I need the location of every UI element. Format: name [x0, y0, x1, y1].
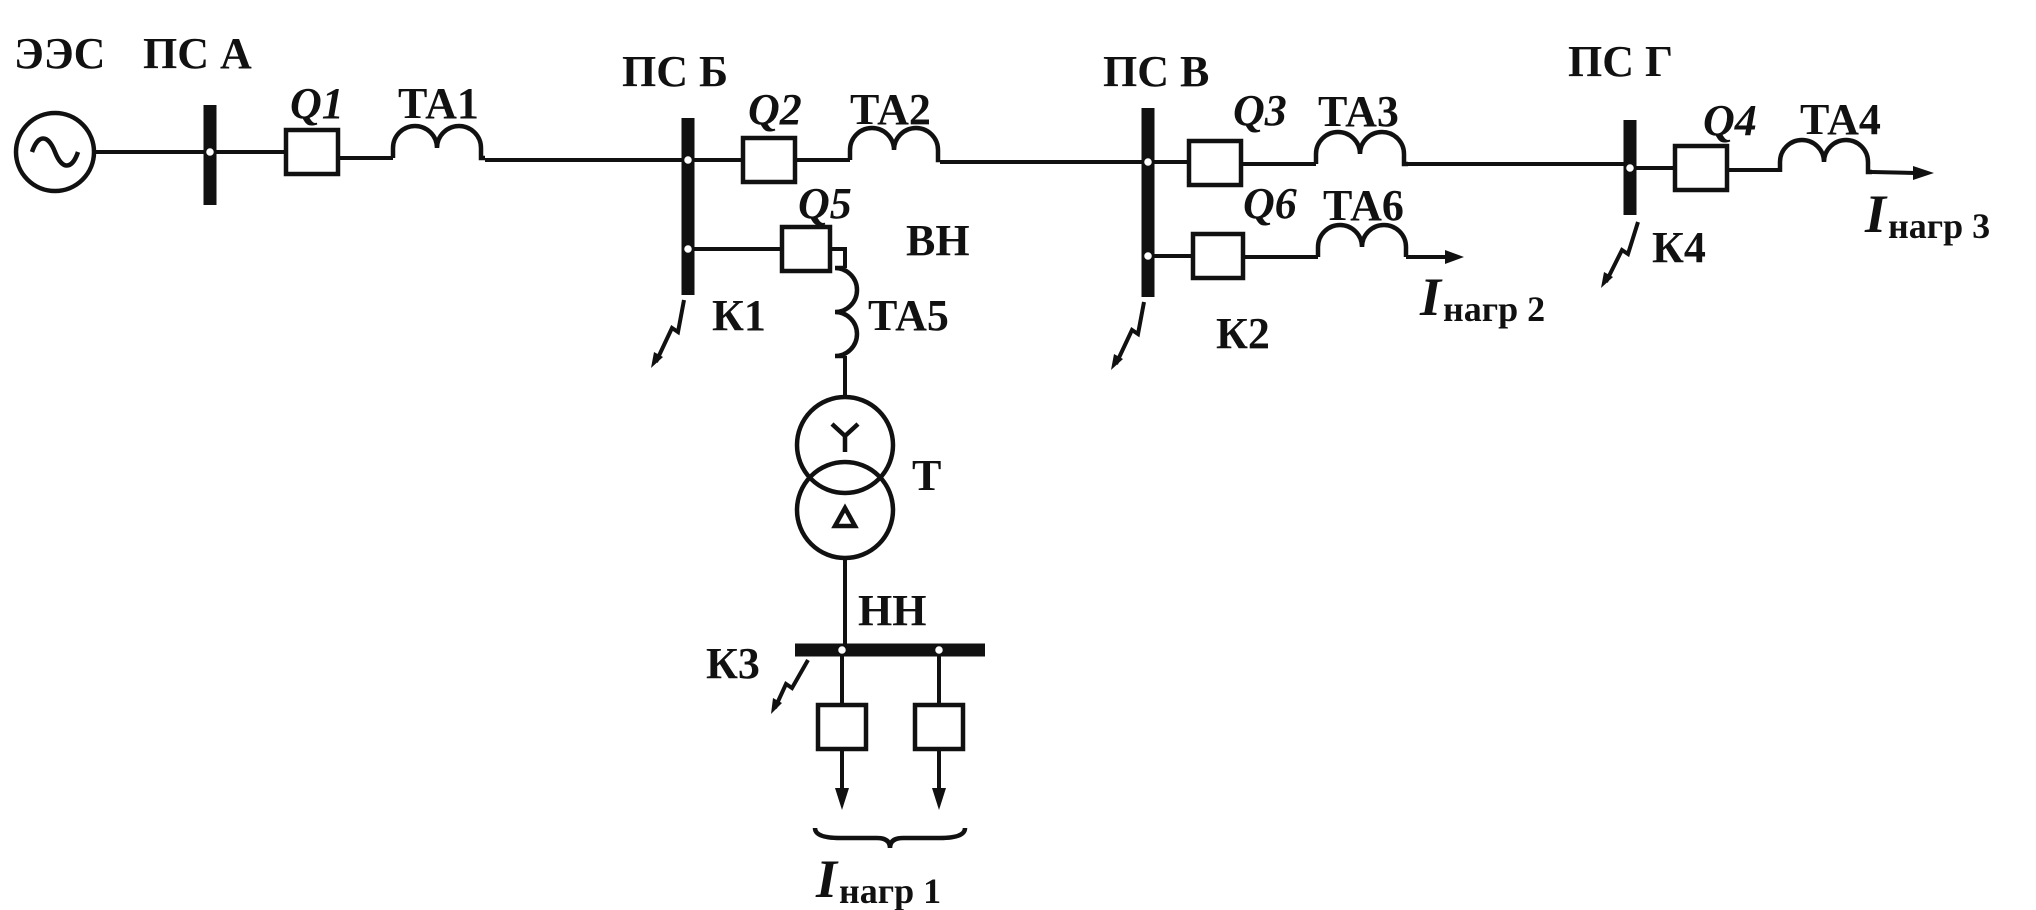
breaker-nn-1 [815, 702, 869, 752]
main-line [94, 150, 1916, 175]
label-load3: Iнагр 3 [1864, 184, 1990, 246]
label-ees: ЭЭС [14, 29, 105, 78]
ct-ta3 [1313, 129, 1408, 167]
load1-symbol: I [815, 849, 839, 909]
breaker-q6 [1190, 231, 1246, 281]
label-ps-g: ПС Г [1568, 37, 1673, 86]
breaker-q2 [740, 135, 798, 185]
label-ta3: ТА3 [1318, 87, 1399, 136]
ct-ta6 [1315, 222, 1409, 257]
generator [13, 110, 97, 194]
breaker-nn-2 [912, 702, 966, 752]
lightning-fault-icon [773, 659, 810, 709]
lightning-fault-icon [654, 299, 686, 363]
label-q2: Q2 [748, 85, 802, 134]
label-q4: Q4 [1703, 96, 1757, 145]
label-ps-v: ПС В [1103, 47, 1209, 96]
load1-brace [812, 827, 968, 849]
label-ps-a: ПС А [143, 29, 252, 78]
wye-winding-icon [830, 422, 860, 452]
branch-q6 [1148, 250, 1464, 264]
load2-subscript: нагр 2 [1443, 289, 1545, 329]
label-t: Т [912, 451, 941, 500]
label-ta6: ТА6 [1323, 181, 1404, 230]
label-ta2: ТА2 [850, 85, 931, 134]
label-ps-b: ПС Б [622, 47, 728, 96]
load2-symbol: I [1419, 267, 1443, 327]
label-q6: Q6 [1243, 179, 1297, 228]
ct-ta1 [390, 123, 485, 161]
label-k4: К4 [1652, 223, 1706, 272]
load3-symbol: I [1864, 184, 1888, 244]
nn-feeders [812, 650, 968, 849]
label-k2: К2 [1216, 309, 1270, 358]
transformer-hv-winding [794, 394, 896, 496]
label-ta1: ТА1 [398, 79, 479, 128]
fault-k4 [1601, 221, 1640, 288]
label-q5: Q5 [798, 179, 852, 228]
ct-ta2 [847, 125, 941, 163]
fault-k3 [771, 659, 810, 714]
ct-ta4 [1777, 137, 1872, 175]
label-q3: Q3 [1233, 86, 1287, 135]
delta-winding-icon [831, 503, 859, 529]
breaker-q1 [283, 127, 341, 177]
branch-transformer [688, 247, 896, 650]
generator-sine-icon [29, 136, 81, 168]
ct-ta5 [834, 265, 860, 359]
label-load2: Iнагр 2 [1419, 267, 1545, 329]
load3-subscript: нагр 3 [1888, 206, 1990, 246]
junction-nodes [203, 145, 1637, 657]
breaker-q5 [779, 224, 833, 274]
lightning-fault-icon [1604, 221, 1640, 283]
label-k1: К1 [712, 291, 766, 340]
label-k3: К3 [706, 639, 760, 688]
breaker-q4 [1672, 143, 1730, 193]
label-load1: Iнагр 1 [815, 849, 941, 910]
label-q1: Q1 [290, 79, 344, 128]
fault-k1 [651, 299, 686, 368]
load1-subscript: нагр 1 [839, 871, 941, 910]
label-ta5: ТА5 [868, 291, 949, 340]
label-vn: ВН [906, 216, 970, 265]
lightning-fault-icon [1114, 301, 1146, 365]
label-ta4: ТА4 [1800, 95, 1881, 144]
breaker-q3 [1186, 138, 1244, 188]
label-nn: НН [858, 586, 926, 635]
load3-arrowhead [1913, 166, 1934, 180]
fault-k2 [1111, 301, 1146, 370]
